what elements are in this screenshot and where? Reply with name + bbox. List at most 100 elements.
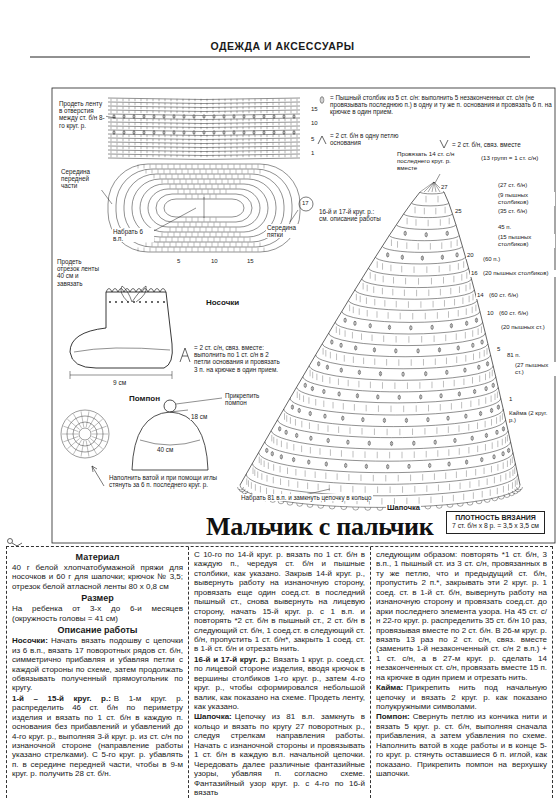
stitch-mark bbox=[273, 477, 274, 484]
stitch-mark bbox=[273, 437, 274, 444]
stitch-mark bbox=[111, 127, 112, 129]
stitch-mark bbox=[172, 238, 173, 242]
edging-arc bbox=[436, 505, 442, 508]
stitch-mark bbox=[178, 238, 179, 242]
stitch-mark bbox=[92, 434, 108, 435]
stitch-mark bbox=[195, 103, 196, 105]
stitch-mark bbox=[240, 233, 241, 237]
stitch-mark bbox=[234, 165, 235, 169]
stitch-mark bbox=[210, 165, 211, 169]
stitch-mark bbox=[312, 372, 313, 379]
row-number: 16 bbox=[470, 270, 479, 277]
stitch-mark bbox=[201, 143, 202, 145]
stitch-mark bbox=[255, 119, 256, 121]
stitch-mark bbox=[510, 459, 511, 466]
stitch-mark bbox=[458, 263, 459, 270]
stitch-mark bbox=[225, 147, 226, 149]
eyelet bbox=[163, 301, 165, 303]
stitch-mark bbox=[362, 428, 363, 435]
stitch-mark bbox=[428, 182, 434, 192]
stitch-mark bbox=[212, 185, 213, 189]
stitch-mark bbox=[231, 103, 232, 105]
stitch-mark bbox=[434, 473, 435, 480]
puff-stitch-symbol bbox=[479, 411, 481, 415]
stitch-mark bbox=[219, 135, 220, 137]
stitch-mark bbox=[512, 482, 513, 489]
stitch-mark bbox=[150, 248, 151, 252]
stitch-mark bbox=[382, 288, 383, 295]
stitch-mark bbox=[219, 139, 220, 141]
puff-stitch-symbol bbox=[502, 452, 504, 456]
stitch-mark bbox=[238, 175, 239, 179]
chain-line bbox=[204, 197, 205, 218]
stitch-mark bbox=[512, 457, 513, 464]
stitch-mark bbox=[231, 123, 232, 125]
stitch-mark bbox=[418, 278, 419, 285]
stitch-mark bbox=[254, 243, 255, 247]
stitch-mark bbox=[201, 111, 202, 113]
stitch-mark bbox=[445, 335, 446, 342]
stitch-mark bbox=[213, 107, 214, 109]
stitch-mark bbox=[353, 307, 354, 314]
body-text: В 1-м круг. р. распределить 46 ст. б/н п… bbox=[12, 694, 183, 779]
puff-stitch-symbol bbox=[214, 131, 215, 135]
stitch-mark bbox=[391, 239, 392, 246]
puff-stitch-symbol bbox=[326, 365, 328, 369]
leader-line bbox=[150, 208, 196, 233]
section-heading: Материал bbox=[12, 552, 183, 562]
stitch-mark bbox=[81, 411, 84, 427]
edging-arc bbox=[484, 499, 490, 502]
stitch-mark bbox=[117, 143, 118, 145]
edging-arc bbox=[278, 501, 284, 504]
row-line bbox=[108, 102, 300, 104]
stitch-count: (27 пышных ст.) bbox=[514, 362, 556, 376]
stitch-mark bbox=[255, 103, 256, 105]
stitch-mark bbox=[243, 151, 244, 153]
stitch-mark bbox=[297, 135, 298, 137]
stitch-mark bbox=[206, 228, 207, 232]
puff-stitch-symbol bbox=[429, 463, 431, 467]
stitch-mark bbox=[279, 99, 280, 101]
stitch-mark bbox=[222, 248, 223, 252]
stitch-mark bbox=[192, 180, 193, 184]
edging-arc bbox=[307, 504, 313, 507]
puff-stitch-symbol bbox=[422, 256, 423, 260]
puff-stitch-symbol bbox=[174, 131, 175, 135]
puff-stitch-symbol bbox=[417, 349, 419, 353]
puff-stitch-symbol bbox=[387, 465, 389, 469]
puff-stitch-symbol bbox=[310, 411, 311, 415]
puff-stitch-symbol bbox=[406, 418, 407, 422]
puff-stitch-symbol bbox=[498, 405, 499, 409]
stitch-mark bbox=[178, 175, 179, 179]
edging-arc bbox=[512, 491, 518, 494]
stitch-mark bbox=[297, 143, 298, 145]
stitch-mark bbox=[401, 266, 402, 273]
stitch-mark bbox=[400, 313, 401, 320]
puff-stitch-symbol bbox=[447, 231, 448, 235]
stitch-mark bbox=[255, 139, 256, 141]
puff-stitch-symbol bbox=[123, 115, 125, 119]
stitch-mark bbox=[500, 415, 501, 422]
stitch-mark bbox=[236, 228, 237, 232]
stitch-mark bbox=[230, 185, 231, 189]
puff-stitch-symbol bbox=[340, 343, 342, 347]
stitch-mark bbox=[281, 441, 282, 448]
stitch-mark bbox=[502, 413, 503, 420]
puff-stitch-symbol bbox=[143, 131, 145, 135]
puff-stitch-symbol bbox=[253, 131, 255, 135]
stitch-mark bbox=[414, 486, 415, 493]
edging-arc bbox=[353, 507, 359, 510]
puff-stitch-symbol bbox=[405, 231, 406, 235]
stitch-mark bbox=[177, 155, 178, 157]
stitch-mark bbox=[171, 103, 172, 105]
stitch-mark bbox=[255, 99, 256, 101]
stitch-mark bbox=[141, 135, 142, 137]
stitch-mark bbox=[446, 358, 447, 365]
puff-stitch-symbol bbox=[153, 115, 155, 119]
puff-stitch-symbol bbox=[492, 383, 494, 387]
stitch-mark bbox=[336, 326, 337, 333]
stitch-mark bbox=[340, 485, 341, 492]
note: Набрать 6 в.п. bbox=[112, 228, 154, 242]
puff-stitch-symbol bbox=[365, 464, 367, 468]
stitch-mark bbox=[461, 274, 462, 281]
